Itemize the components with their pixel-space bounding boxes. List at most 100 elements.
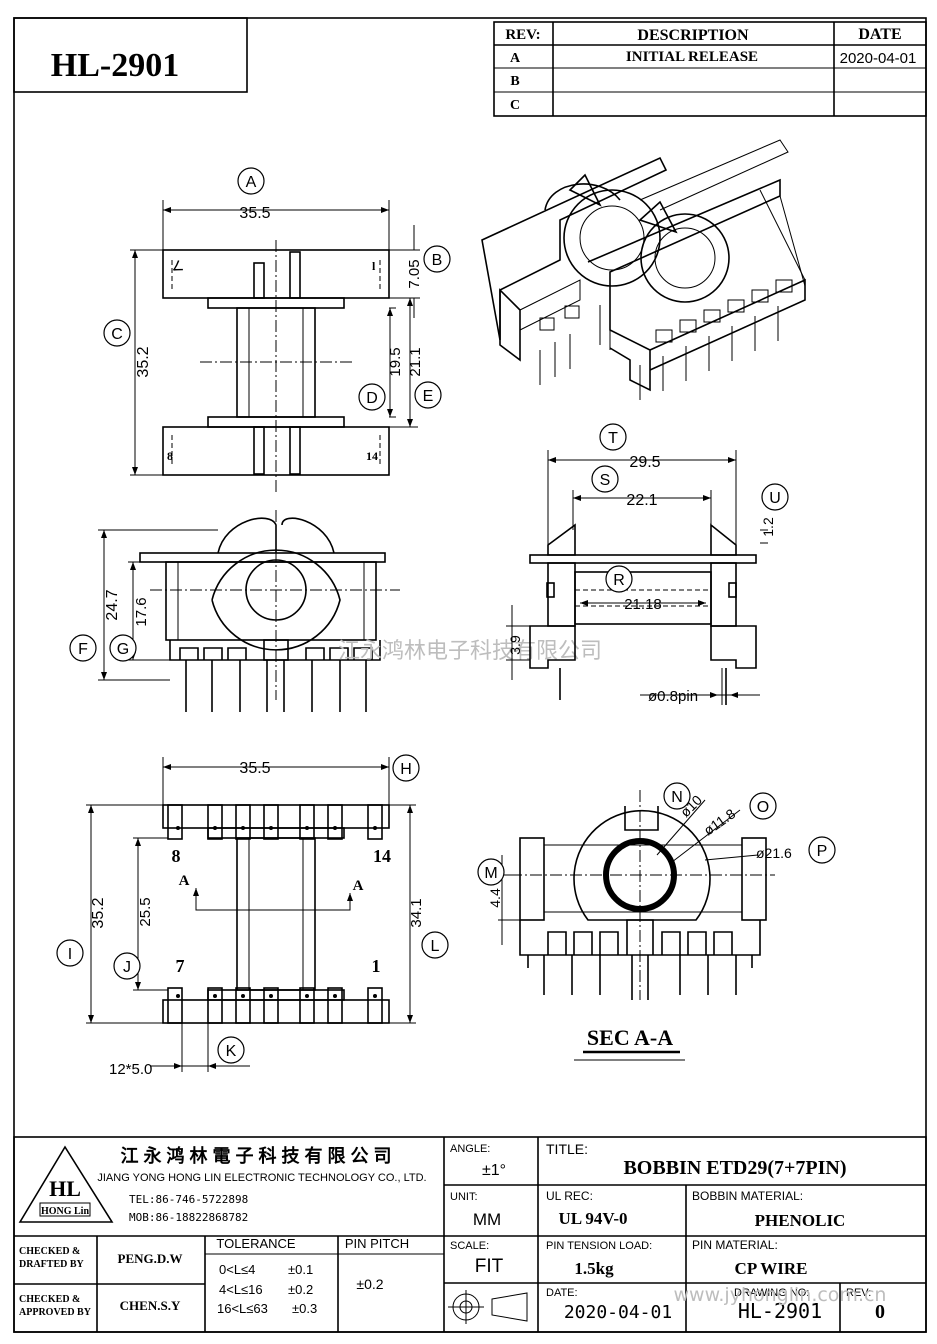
- tol-value-3: ±0.3: [292, 1301, 317, 1316]
- dim-core-d: 19.5: [387, 347, 404, 376]
- company-logo: [18, 1145, 114, 1223]
- dim-pitch: 12*5.0: [109, 1061, 152, 1078]
- dim-core-e: 21.1: [407, 347, 424, 376]
- checked-drafted-label-1: CHECKED &: [19, 1246, 80, 1257]
- cut-label-a-right: A: [353, 878, 364, 894]
- isometric-view: [481, 139, 806, 400]
- approved-label-1: CHECKED &: [19, 1294, 80, 1305]
- title-block: HL HONG Lin 江 永 鸿 林 電 子 科 技 有 限 公 司 JIAN…: [13, 1136, 927, 1333]
- dim-sec-t: 29.5: [629, 454, 660, 471]
- company-name-en: JIANG YONG HONG LIN ELECTRONIC TECHNOLOG…: [97, 1172, 426, 1184]
- title-value: BOBBIN ETD29(7+7PIN): [623, 1157, 846, 1179]
- section-view: 29.5 22.1 1.2 21.18 3.9 ø0.8pin: [506, 450, 776, 705]
- description-header: DESCRIPTION: [637, 27, 749, 44]
- rev-row-a-date: 2020-04-01: [840, 50, 917, 67]
- tol-value-2: ±0.2: [288, 1282, 313, 1297]
- balloon-f: F: [78, 641, 88, 658]
- scale-label: SCALE:: [450, 1240, 489, 1252]
- dim-side-g: 17.6: [133, 597, 150, 626]
- pin-label-8: 8: [172, 846, 181, 866]
- pin-label-14: 14: [373, 846, 391, 866]
- drafted-by-name: PENG.D.W: [118, 1251, 183, 1266]
- balloon-h: H: [400, 761, 412, 778]
- rev-label: REV:: [846, 1287, 871, 1299]
- dim-flange: 7.05: [406, 259, 423, 288]
- pin-pitch-label: PIN PITCH: [345, 1236, 409, 1251]
- balloon-u: U: [769, 490, 781, 507]
- balloon-e: E: [423, 388, 434, 405]
- balloon-g: G: [117, 641, 129, 658]
- drawing-no-label: DRAWING NO:: [734, 1287, 809, 1299]
- balloon-s: S: [600, 472, 611, 489]
- scale-value: FIT: [475, 1256, 504, 1277]
- bottom-view: 35.5 8 14 7 1 A A: [86, 757, 425, 1078]
- top-view: 35.5 ㄥ l 8 14 35.2 7.05: [130, 200, 424, 495]
- date-label: DATE:: [546, 1287, 578, 1299]
- dim-bot-l: 34.1: [408, 898, 425, 927]
- pin-pitch-value: ±0.2: [356, 1276, 383, 1292]
- pin-label-1: 1: [372, 956, 381, 976]
- dim-m-height: 4.4: [487, 888, 503, 908]
- ul-value: UL 94V-0: [558, 1209, 627, 1228]
- balloon-m: M: [484, 865, 497, 882]
- part-number-box: [13, 17, 248, 93]
- company-name-cn: 江 永 鸿 林 電 子 科 技 有 限 公 司: [120, 1145, 391, 1166]
- top-pin-mark-left: 8: [167, 449, 173, 463]
- company-mob: MOB:86-18822868782: [129, 1211, 248, 1224]
- dim-sec-r: 21.18: [624, 596, 662, 613]
- date-value: 2020-04-01: [564, 1302, 672, 1323]
- svg-text:l: l: [372, 259, 376, 273]
- section-a-a-view: 4.4 ø10 ø11.8 ø21.6 SEC A-A: [487, 790, 792, 1061]
- angle-label: ANGLE:: [450, 1143, 490, 1155]
- dim-top-width: 35.5: [239, 205, 270, 222]
- rev-row-a: A: [510, 51, 521, 66]
- balloon-k: K: [226, 1043, 237, 1060]
- tol-value-1: ±0.1: [288, 1262, 313, 1277]
- logo-sub: HONG Lin: [41, 1206, 90, 1217]
- bobbin-material-label: BOBBIN MATERIAL:: [692, 1189, 803, 1203]
- dim-side-f: 24.7: [104, 589, 121, 620]
- projection-symbol-icon: [448, 1290, 528, 1324]
- approved-by-name: CHEN.S.Y: [120, 1298, 181, 1313]
- balloon-o: O: [757, 799, 769, 816]
- dim-pin-dia: ø0.8pin: [648, 688, 698, 705]
- rev-header: REV:: [505, 27, 540, 43]
- sheet-border: [13, 17, 927, 1333]
- dim-o-dia: ø11.8: [701, 805, 739, 838]
- checked-drafted-label-2: DRAFTED BY: [19, 1259, 85, 1270]
- rev-value: 0: [875, 1301, 885, 1323]
- top-pin-mark-right: 14: [366, 449, 378, 463]
- drawing-no-value: HL-2901: [738, 1299, 822, 1323]
- tol-range-2: 4<L≤16: [219, 1282, 263, 1297]
- rev-row-b: B: [510, 74, 519, 89]
- balloon-t: T: [608, 430, 618, 447]
- balloon-a: A: [246, 174, 257, 191]
- dim-bot-i: 35.2: [90, 897, 107, 928]
- title-label: TITLE:: [546, 1141, 588, 1157]
- svg-text:ㄥ: ㄥ: [172, 259, 184, 273]
- unit-label: UNIT:: [450, 1191, 478, 1203]
- balloon-c: C: [111, 326, 123, 343]
- pin-label-7: 7: [176, 956, 185, 976]
- rev-row-c: C: [510, 98, 520, 113]
- angle-value: ±1°: [482, 1162, 506, 1179]
- balloon-p: P: [817, 843, 828, 860]
- balloon-n: N: [671, 789, 683, 806]
- pin-material-value: CP WIRE: [735, 1259, 808, 1278]
- tolerance-label: TOLERANCE: [216, 1236, 296, 1251]
- balloon-j: J: [123, 959, 131, 976]
- dim-sec-s: 22.1: [626, 492, 657, 509]
- balloon-b: B: [432, 252, 443, 269]
- revision-table: REV: DESCRIPTION DATE A INITIAL RELEASE …: [493, 21, 927, 117]
- part-number: HL-2901: [51, 47, 179, 84]
- dim-top-height: 35.2: [135, 346, 152, 377]
- approved-label-2: APPROVED BY: [19, 1307, 92, 1318]
- section-label: SEC A-A: [587, 1025, 673, 1050]
- dim-p-dia: ø21.6: [756, 845, 792, 861]
- pin-material-label: PIN MATERIAL:: [692, 1238, 778, 1252]
- site-watermark: www.jyhonglin.com.cn: [674, 1284, 887, 1306]
- cut-label-a-left: A: [179, 873, 190, 889]
- dim-sec-u: 1.2: [760, 517, 776, 537]
- unit-value: MM: [473, 1210, 501, 1229]
